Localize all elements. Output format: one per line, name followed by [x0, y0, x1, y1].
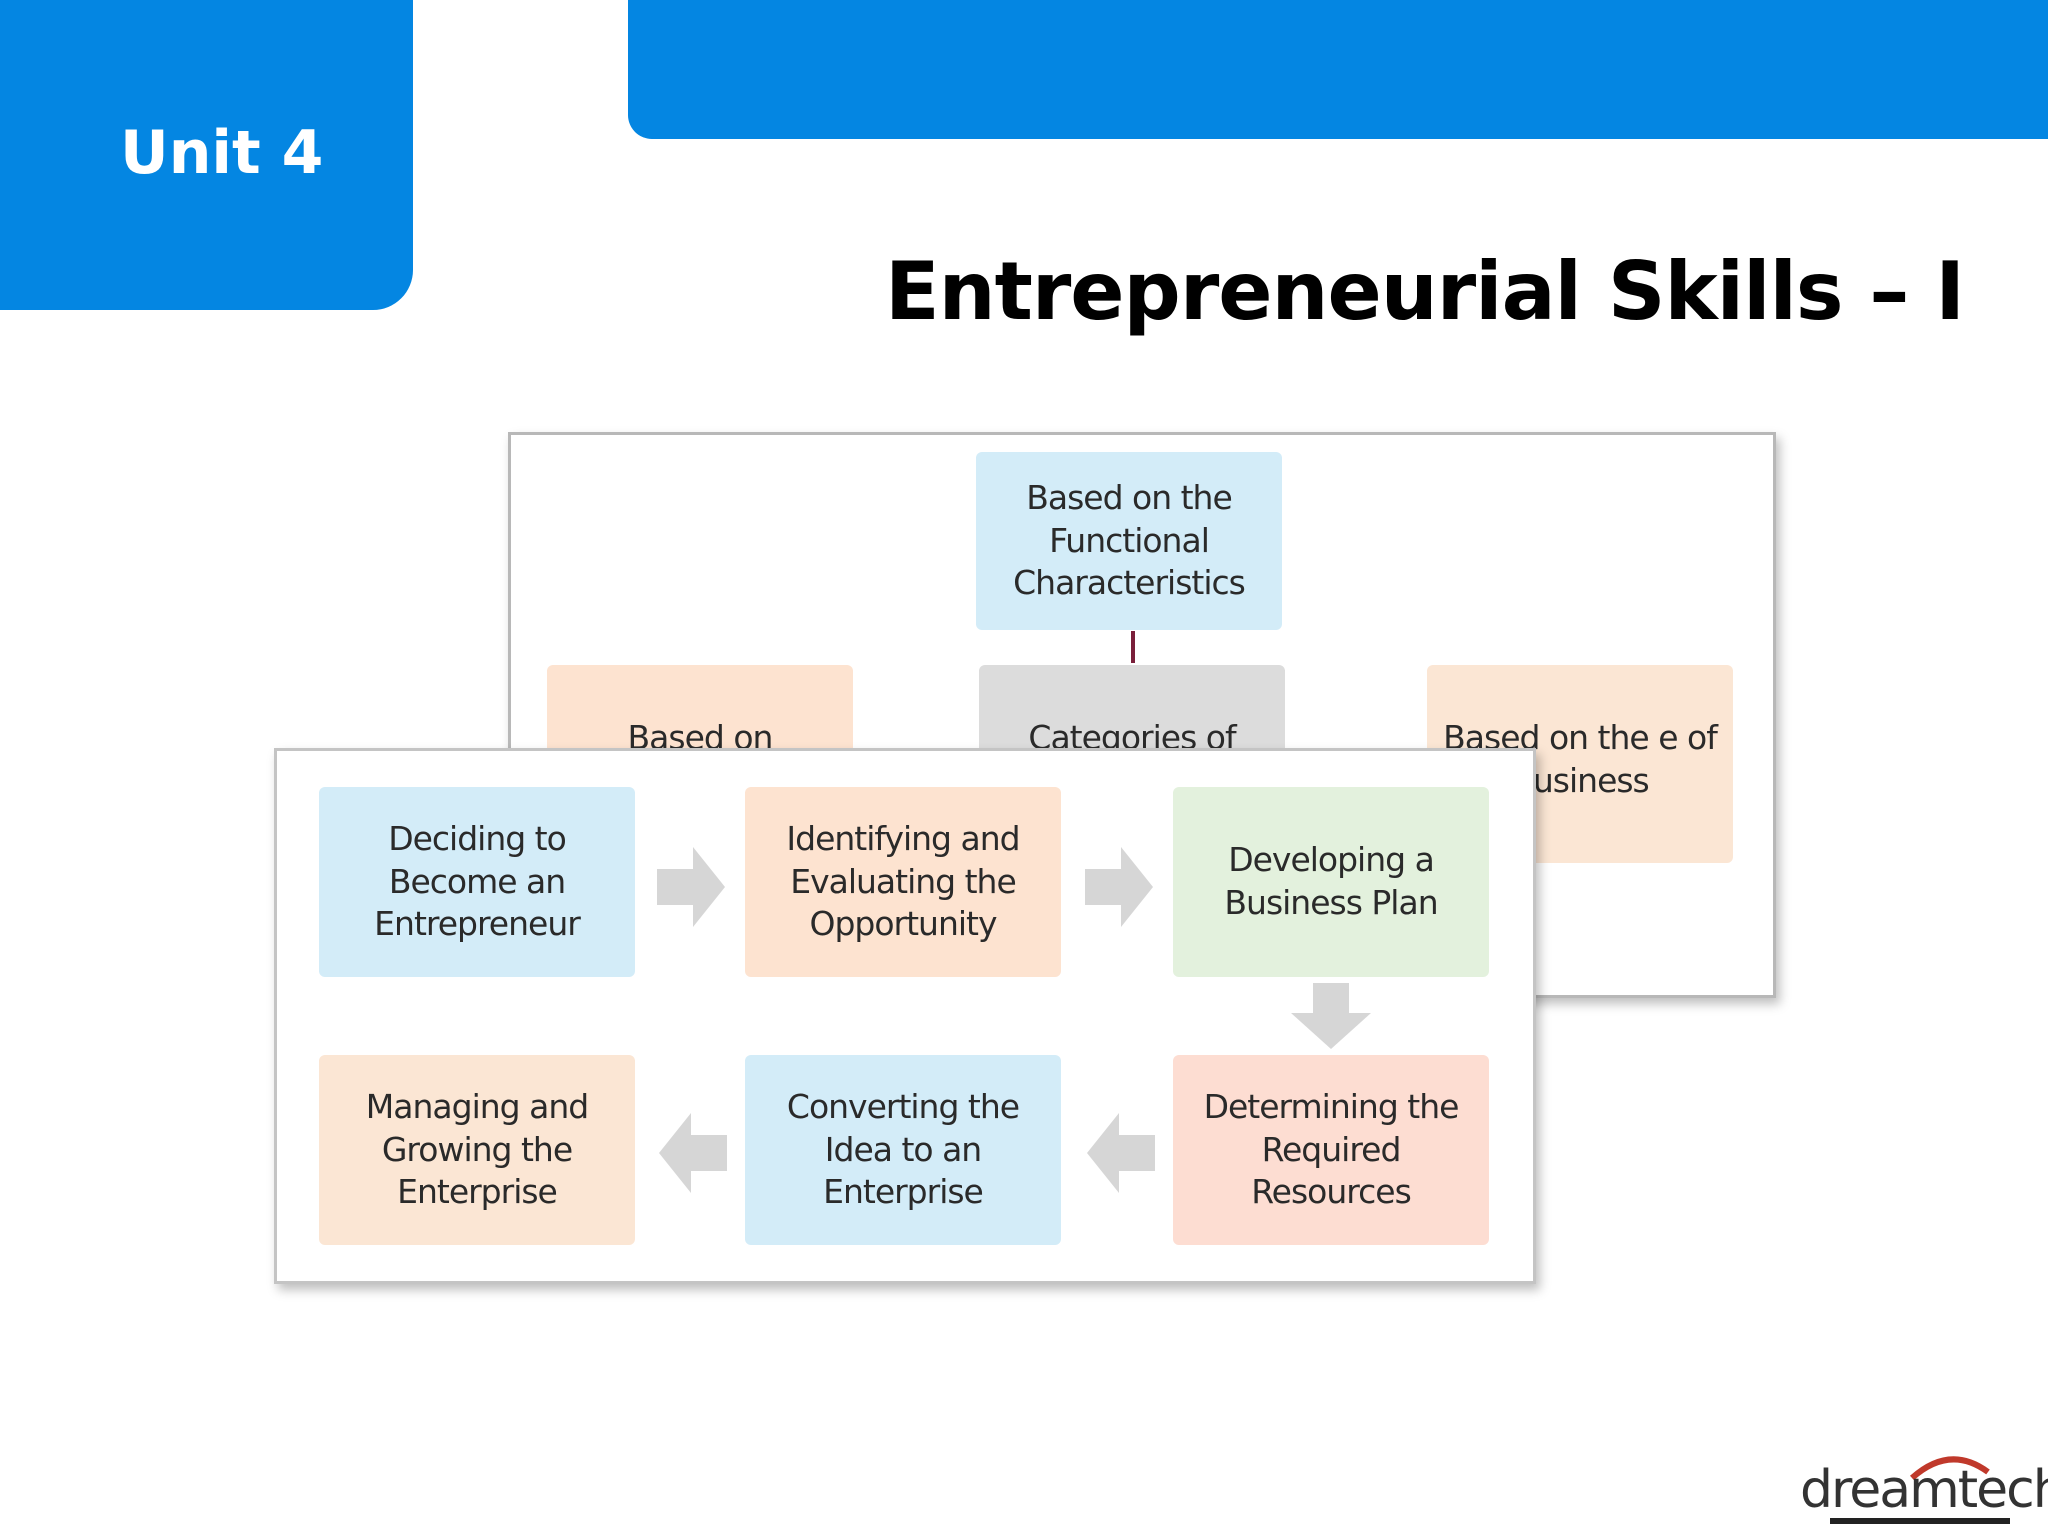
logo-underline — [1830, 1518, 2010, 1524]
dreamtech-logo: dreamtech — [1800, 1450, 2048, 1524]
step-identifying-label: Identifying and Evaluating the Opportuni… — [786, 818, 1020, 944]
step-developing: Developing a Business Plan — [1173, 787, 1489, 977]
functional-characteristics-label: Based on the Functional Characteristics — [1013, 477, 1246, 603]
arrow-right-icon — [657, 847, 725, 927]
header-bar — [628, 0, 2048, 139]
step-identifying: Identifying and Evaluating the Opportuni… — [745, 787, 1061, 977]
logo-text: dreamtech — [1800, 1460, 2048, 1520]
functional-characteristics-box: Based on the Functional Characteristics — [976, 452, 1282, 630]
step-determining: Determining the Required Resources — [1173, 1055, 1489, 1245]
process-diagram-card: Deciding to Become an Entrepreneur Ident… — [274, 748, 1536, 1284]
arrow-left-icon — [1087, 1113, 1155, 1193]
step-deciding-label: Deciding to Become an Entrepreneur — [374, 818, 581, 944]
logo-swoosh-icon — [1910, 1456, 1990, 1480]
step-deciding: Deciding to Become an Entrepreneur — [319, 787, 635, 977]
connector-line — [1131, 631, 1135, 663]
arrow-down-icon — [1291, 983, 1371, 1049]
unit-tab — [0, 0, 413, 310]
step-converting: Converting the Idea to an Enterprise — [745, 1055, 1061, 1245]
step-developing-label: Developing a Business Plan — [1224, 840, 1438, 922]
slide-title: Entrepreneurial Skills – I — [885, 245, 1965, 338]
unit-label: Unit 4 — [120, 118, 324, 188]
step-managing-label: Managing and Growing the Enterprise — [365, 1086, 589, 1212]
arrow-left-icon — [659, 1113, 727, 1193]
step-converting-label: Converting the Idea to an Enterprise — [786, 1086, 1020, 1212]
arrow-right-icon — [1085, 847, 1153, 927]
step-managing: Managing and Growing the Enterprise — [319, 1055, 635, 1245]
step-determining-label: Determining the Required Resources — [1203, 1086, 1460, 1212]
